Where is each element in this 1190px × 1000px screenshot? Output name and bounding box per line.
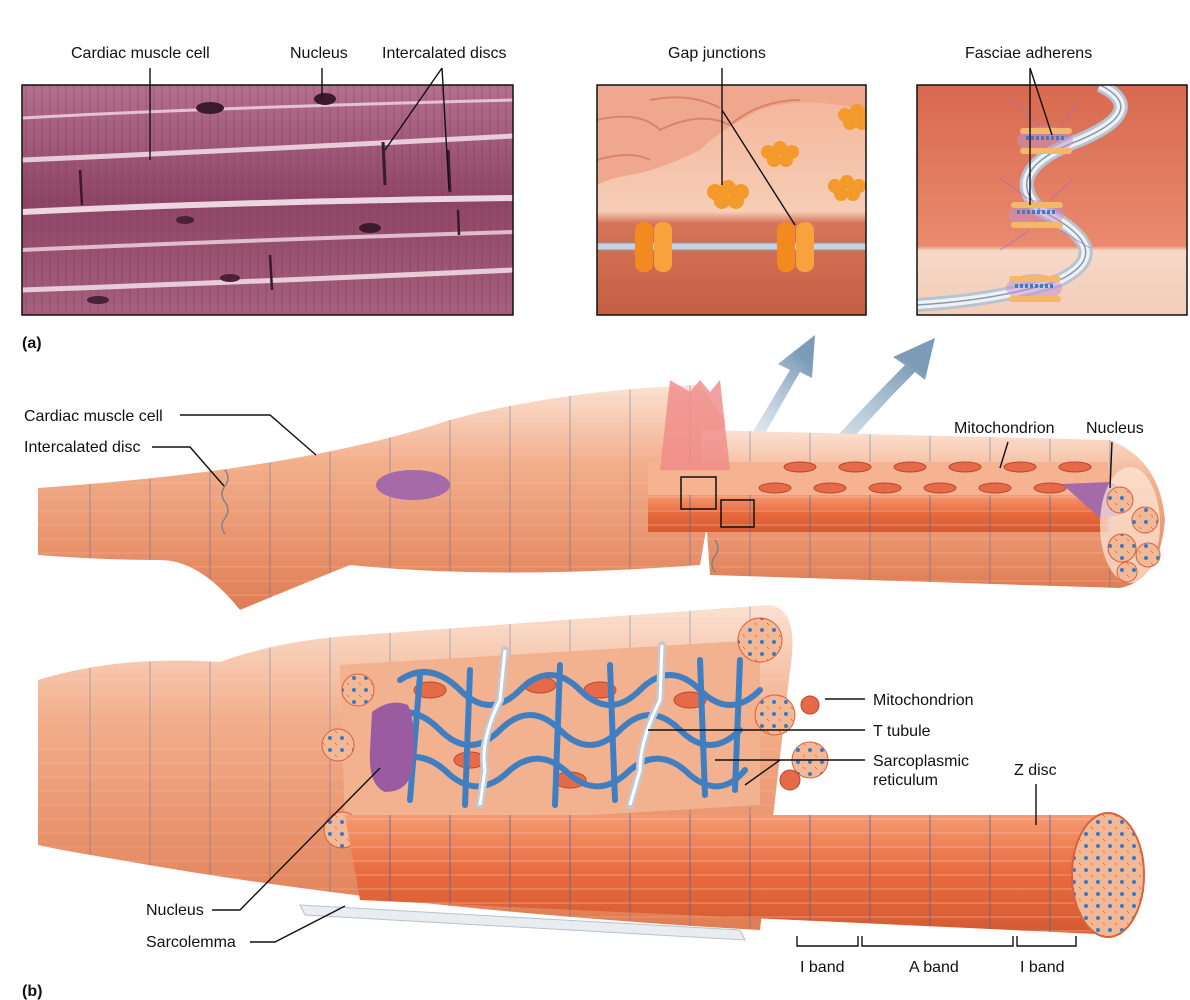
label-fasciae-adherens: Fasciae adherens xyxy=(965,45,1092,62)
label-nucleus-a: Nucleus xyxy=(290,45,348,62)
leader-sarcoplasmic-reticulum-2 xyxy=(744,759,781,786)
label-cardiac-muscle-cell-a: Cardiac muscle cell xyxy=(71,45,210,62)
leader-gap-junctions-2 xyxy=(721,109,796,226)
label-sarcoplasmic-reticulum-1: Sarcoplasmic xyxy=(873,753,969,770)
connexon-channel xyxy=(635,222,672,272)
micrograph-nucleus xyxy=(176,216,194,224)
label-nucleus-b: Nucleus xyxy=(146,902,204,919)
label-intercalated-disc: Intercalated disc xyxy=(24,439,141,456)
micrograph-nucleus xyxy=(220,274,240,282)
leader-mitochondrion-top xyxy=(999,441,1009,469)
label-mitochondrion: Mitochondrion xyxy=(873,692,974,709)
micrograph-nucleus xyxy=(196,102,224,114)
label-sarcoplasmic-reticulum-2: reticulum xyxy=(873,772,938,789)
leader-sarcolemma xyxy=(250,905,346,943)
leader-intercalated-discs-2 xyxy=(441,67,450,191)
label-cardiac-muscle-cell-b: Cardiac muscle cell xyxy=(24,408,163,425)
label-nucleus-top: Nucleus xyxy=(1086,420,1144,437)
leader-intercalated-disc xyxy=(152,446,225,487)
label-t-tubule: T tubule xyxy=(873,723,931,740)
leader-nucleus-top xyxy=(1109,441,1113,489)
label-z-disc: Z disc xyxy=(1014,762,1057,779)
panel-label-b: (b) xyxy=(22,983,42,1000)
leader-cardiac-muscle-cell-b xyxy=(180,414,317,456)
label-intercalated-discs: Intercalated discs xyxy=(382,45,507,62)
lower-muscle-fiber xyxy=(38,605,1145,941)
connexon-top-view xyxy=(761,141,799,167)
label-mitochondrion-top: Mitochondrion xyxy=(954,420,1055,437)
upper-muscle-fiber xyxy=(38,380,1165,610)
connexon-channel xyxy=(777,222,814,272)
upper-fiber-crosssection xyxy=(1100,467,1161,583)
micrograph-panel xyxy=(22,85,513,315)
label-sarcolemma: Sarcolemma xyxy=(146,934,236,951)
fasciae-adherens-panel xyxy=(917,85,1187,315)
micrograph-nucleus xyxy=(359,223,381,233)
leader-fasciae-adherens-1 xyxy=(1029,67,1053,136)
leader-nucleus-b xyxy=(212,767,381,911)
sarcoplasmic-reticulum xyxy=(377,657,763,808)
panel-label-a: (a) xyxy=(22,335,42,352)
adherens-plaque xyxy=(1008,200,1064,228)
label-gap-junctions: Gap junctions xyxy=(668,45,766,62)
label-i-band-left: I band xyxy=(800,959,844,976)
connexon-top-view xyxy=(707,180,749,209)
gap-junctions-panel xyxy=(597,85,866,315)
connexon-top-view xyxy=(838,104,866,130)
label-a-band: A band xyxy=(909,959,959,976)
adherens-plaque xyxy=(1006,274,1062,302)
upper-nucleus xyxy=(376,470,450,500)
myofibril-end xyxy=(1071,812,1145,938)
adherens-plaque xyxy=(1017,126,1073,154)
micrograph-nucleus xyxy=(87,296,109,304)
upper-mitochondria xyxy=(758,461,1092,494)
connexon-top-view xyxy=(828,175,866,201)
band-brackets xyxy=(796,936,1077,947)
leader-intercalated-discs-1 xyxy=(384,67,443,151)
label-i-band-right: I band xyxy=(1020,959,1064,976)
lower-nucleus xyxy=(369,702,415,792)
micrograph-nucleus xyxy=(314,93,336,105)
